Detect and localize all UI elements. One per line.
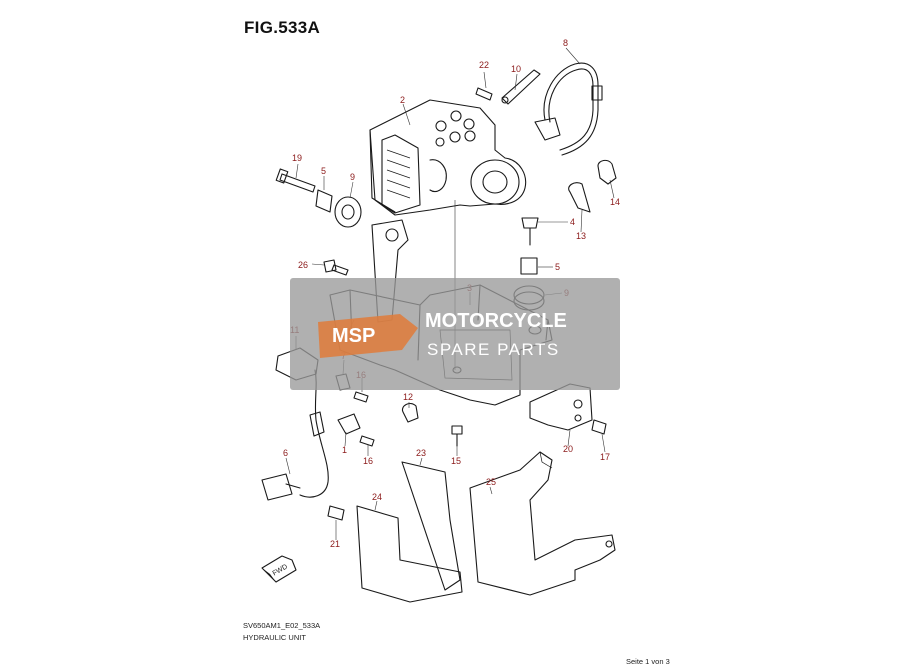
bolts-15-17-21 (327, 419, 607, 521)
callout-22: 22 (479, 60, 489, 70)
watermark-logo: MSP (332, 325, 375, 347)
callout-23: 23 (416, 448, 426, 458)
watermark-line-1: MOTORCYCLE (425, 310, 567, 332)
mount-hardware-left (275, 168, 362, 228)
figure-name: HYDRAULIC UNIT (243, 633, 306, 642)
callout-26: 26 (298, 260, 308, 270)
callout-25: 25 (486, 477, 496, 487)
callout-14: 14 (610, 197, 620, 207)
callout-21: 21 (330, 539, 340, 549)
brake-line-part (475, 62, 603, 156)
callout-12: 12 (403, 392, 413, 402)
callout-5-left: 5 (321, 166, 326, 176)
callout-6: 6 (283, 448, 288, 458)
callout-4: 4 (570, 217, 575, 227)
callout-5-right: 5 (555, 262, 560, 272)
callout-17: 17 (600, 452, 610, 462)
figure-code: SV650AM1_E02_533A (243, 621, 321, 630)
callout-20: 20 (563, 444, 573, 454)
callout-13: 13 (576, 231, 586, 241)
callout-1: 1 (342, 445, 347, 455)
callout-10: 10 (511, 64, 521, 74)
callout-9-left: 9 (350, 172, 355, 182)
callout-16-lower: 16 (363, 456, 373, 466)
callout-19: 19 (292, 153, 302, 163)
cover-parts (356, 451, 616, 603)
watermark: MSP MOTORCYCLE SPARE PARTS (290, 278, 620, 390)
bolt-26-part (323, 259, 349, 276)
clamp-parts (568, 159, 617, 213)
watermark-line-2: SPARE PARTS (427, 340, 560, 359)
figure-title: FIG.533A (244, 18, 321, 37)
page-indicator: Seite 1 von 3 (626, 657, 670, 666)
hydraulic-unit-part (369, 99, 527, 216)
forward-direction-arrow: FWD (261, 555, 297, 583)
callout-8: 8 (563, 38, 568, 48)
callout-15: 15 (451, 456, 461, 466)
bracket-20-part (529, 383, 593, 431)
callout-2: 2 (400, 95, 405, 105)
callout-24: 24 (372, 492, 382, 502)
